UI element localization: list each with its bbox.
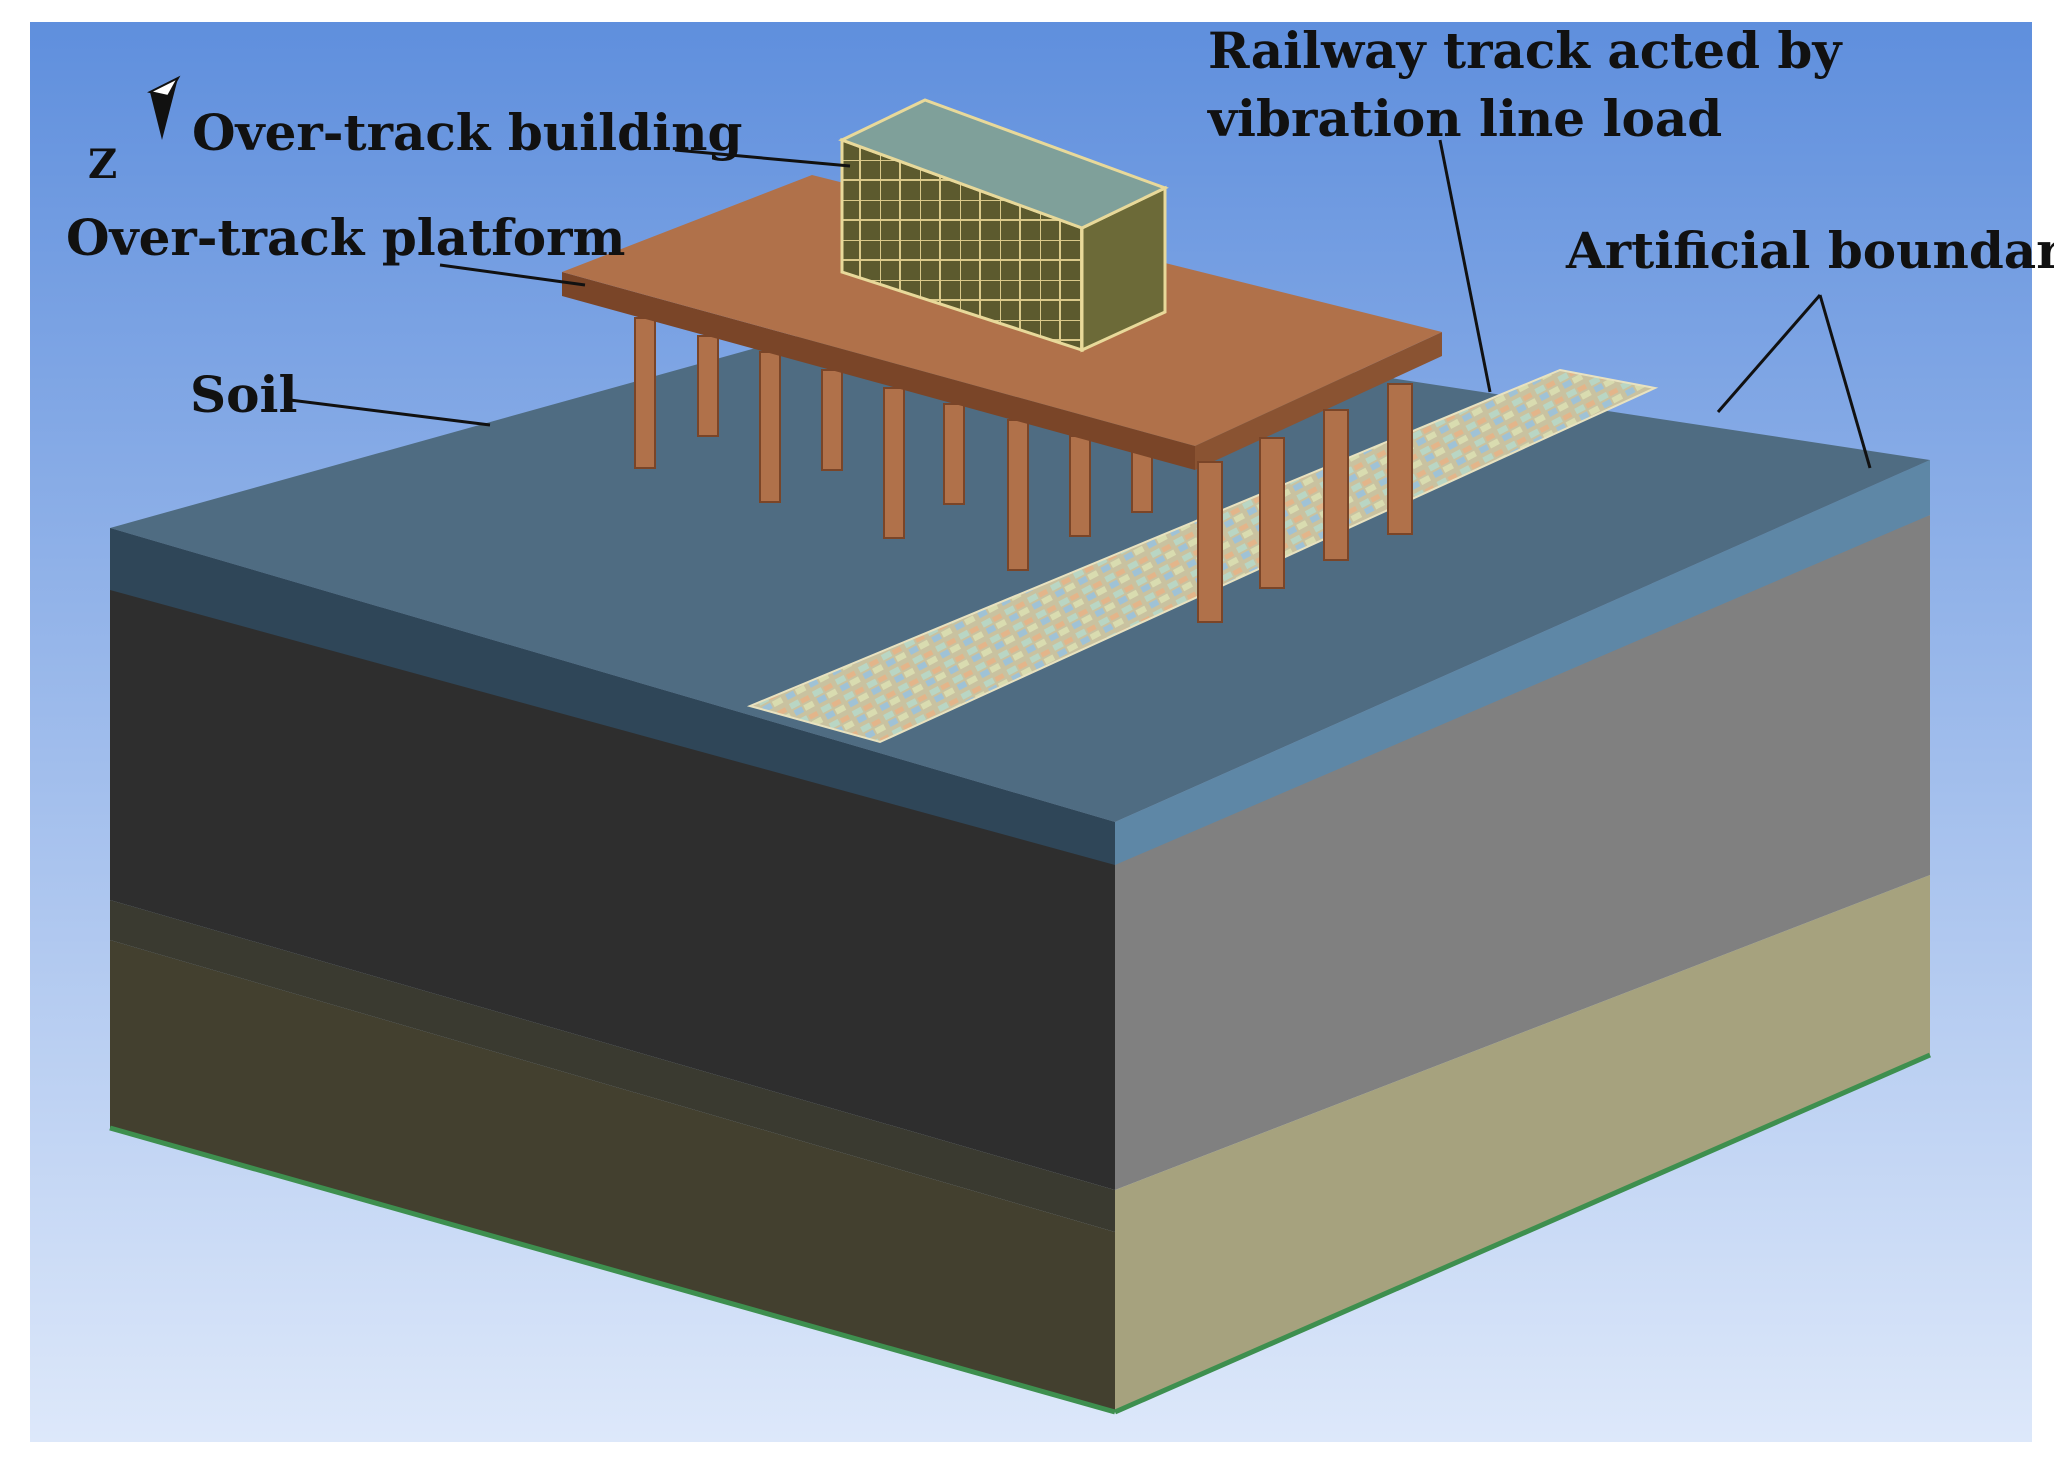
label-railway-track-line2: vibration line load xyxy=(1207,89,1722,148)
pile xyxy=(697,335,719,437)
platform-right-edge xyxy=(1195,332,1442,470)
pile xyxy=(1131,451,1153,513)
soil-top-layer-right-edge xyxy=(1115,460,1930,865)
soil-front-face-upper xyxy=(110,528,1115,1190)
leader-boundary-2 xyxy=(1818,294,1872,469)
pile xyxy=(1323,409,1349,561)
axis-arrow-head xyxy=(147,75,181,98)
base-edge-front xyxy=(109,1125,1116,1415)
soil-front-face-lower xyxy=(110,940,1115,1412)
soil-right-face-lower xyxy=(1115,875,1930,1412)
pile xyxy=(943,403,965,505)
pile xyxy=(634,317,656,469)
piles-front-row xyxy=(1197,383,1413,623)
leader-building xyxy=(674,148,851,168)
pile xyxy=(1259,437,1285,589)
pile xyxy=(883,387,905,539)
axis-triad-icon: Z xyxy=(88,75,181,188)
pile xyxy=(759,351,781,503)
label-over-track-platform: Over-track platform xyxy=(66,208,625,267)
soil-front-face-divider xyxy=(110,900,1115,1232)
leader-lines xyxy=(289,139,1872,469)
pile xyxy=(1007,419,1029,571)
platform-front-edge xyxy=(562,272,1195,470)
pile xyxy=(1069,435,1091,537)
pile xyxy=(821,369,843,471)
leader-boundary-1 xyxy=(1716,294,1822,413)
pile xyxy=(1197,461,1223,623)
soil-right-face-upper xyxy=(1115,515,1930,1190)
base-edge-right xyxy=(1113,1052,1932,1415)
pile xyxy=(1387,383,1413,535)
axis-label: Z xyxy=(88,141,117,188)
building-roof xyxy=(838,98,1169,230)
piles-back-row xyxy=(634,317,1153,571)
soil-top-layer-front-edge xyxy=(110,528,1115,865)
over-track-building xyxy=(838,98,1169,353)
label-artificial-boundary: Artificial boundary xyxy=(1565,221,2054,280)
leader-railway xyxy=(1438,139,1492,393)
label-over-track-building: Over-track building xyxy=(192,103,742,162)
label-soil: Soil xyxy=(190,365,297,424)
leader-soil xyxy=(289,398,491,427)
leader-platform xyxy=(439,263,586,287)
label-railway-track-line1: Railway track acted by xyxy=(1208,21,1843,80)
